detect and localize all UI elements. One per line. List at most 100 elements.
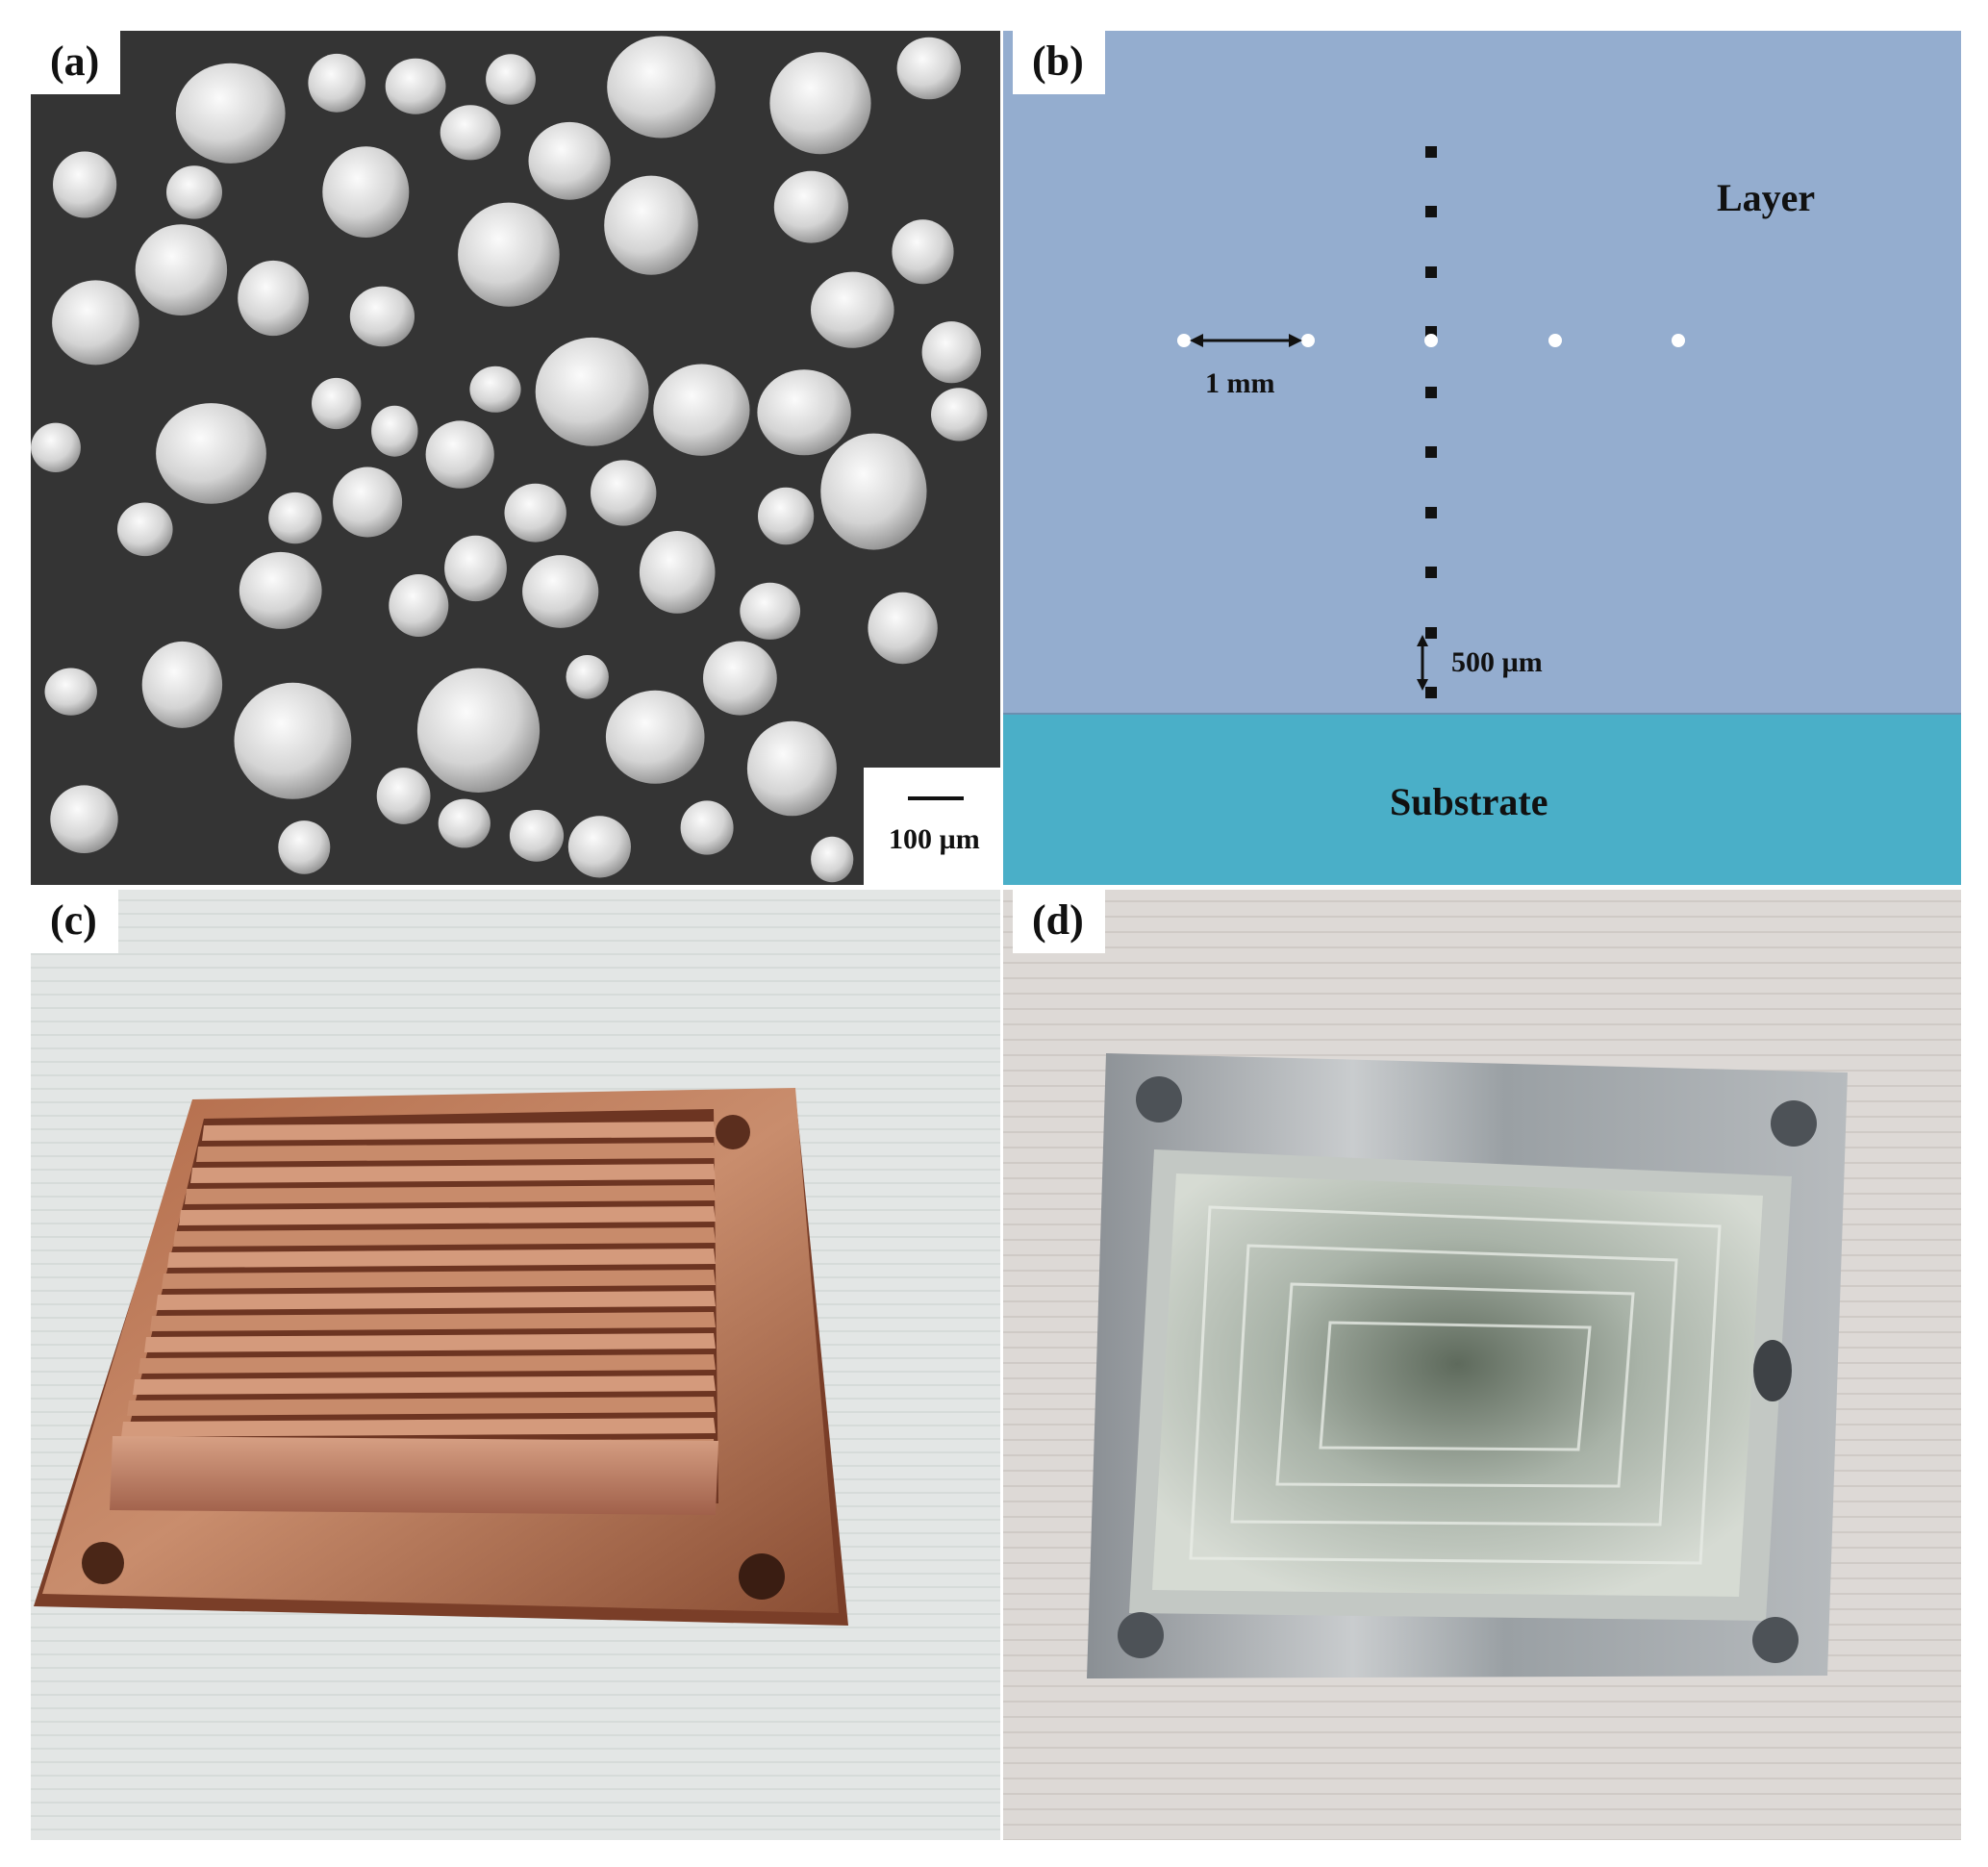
cavity — [1152, 1173, 1763, 1597]
vertical-spacing-label: 500 µm — [1451, 646, 1543, 678]
layer-label: Layer — [1717, 176, 1816, 219]
powder-particle — [166, 165, 222, 219]
fin — [133, 1375, 716, 1395]
powder-particle — [566, 655, 609, 699]
powder-particle — [438, 798, 491, 848]
measurement-point — [1425, 387, 1437, 398]
side-port — [1753, 1340, 1792, 1401]
mounting-hole — [1118, 1612, 1164, 1658]
measurement-point — [1672, 334, 1685, 347]
measurement-point — [1177, 334, 1191, 347]
measurement-point — [1425, 567, 1437, 578]
powder-particle — [234, 682, 352, 799]
powder-particle — [389, 574, 449, 637]
powder-particle — [604, 175, 698, 275]
powder-particle — [44, 668, 97, 716]
copper-finned-plate-photo — [31, 890, 1000, 1840]
scale-bar-label: 100 µm — [889, 823, 980, 855]
horizontal-measurement-points — [1177, 334, 1685, 347]
powder-particle — [440, 105, 501, 161]
powder-particle — [535, 337, 649, 446]
powder-particle — [486, 54, 536, 105]
powder-particles-image — [31, 31, 1000, 885]
powder-particle — [680, 800, 734, 855]
powder-particle — [509, 810, 565, 862]
substrate-region — [1003, 714, 1961, 885]
measurement-point — [1425, 507, 1437, 518]
panel-label-a: (a) — [31, 31, 121, 94]
panel-a-sem-image: (a) 100 µm — [31, 31, 1000, 885]
powder-particle — [141, 641, 223, 728]
layer-region — [1003, 31, 1961, 714]
powder-particle — [892, 219, 954, 285]
powder-particle — [50, 785, 118, 853]
powder-particle — [416, 668, 541, 793]
powder-particle — [268, 492, 322, 544]
fin — [127, 1397, 716, 1416]
powder-particle — [811, 836, 854, 883]
powder-particle — [385, 58, 446, 114]
powder-particle — [238, 260, 309, 337]
powder-particle — [522, 555, 599, 628]
powder-particle — [312, 377, 362, 430]
mounting-hole — [716, 1115, 750, 1149]
powder-particle — [703, 641, 777, 716]
powder-particle — [371, 405, 418, 457]
powder-particle — [322, 146, 410, 238]
powder-particle — [469, 366, 521, 413]
spacing-arrow-horizontal — [1190, 334, 1302, 347]
powder-particle — [773, 170, 849, 243]
horizontal-spacing-label: 1 mm — [1205, 367, 1275, 399]
fin — [202, 1122, 716, 1141]
mounting-hole — [739, 1553, 785, 1600]
powder-particle — [811, 271, 894, 348]
powder-particle — [758, 487, 815, 545]
fin — [121, 1418, 716, 1437]
panel-label-d: (d) — [1013, 890, 1105, 953]
powder-particle — [740, 582, 801, 640]
powder-particle — [921, 321, 981, 384]
measurement-point — [1425, 206, 1437, 217]
mounting-hole — [1752, 1617, 1799, 1663]
powder-particle — [278, 820, 331, 874]
measurement-point — [1425, 146, 1437, 158]
powder-particle — [605, 690, 705, 784]
powder-particle — [931, 388, 988, 442]
schematic-diagram — [1003, 31, 1961, 885]
substrate-label: Substrate — [1390, 780, 1548, 823]
powder-particle — [349, 286, 415, 347]
fin — [196, 1143, 716, 1162]
powder-particle — [444, 535, 507, 602]
measurement-point — [1301, 334, 1315, 347]
powder-particle — [567, 816, 632, 878]
powder-particle — [458, 202, 560, 307]
measurement-point — [1425, 446, 1437, 458]
powder-particle — [746, 720, 837, 817]
powder-particle — [117, 502, 173, 557]
powder-particle — [425, 420, 494, 489]
powder-particle — [376, 768, 431, 824]
powder-particle — [868, 592, 938, 665]
fin — [190, 1164, 716, 1183]
metal-housing-photo — [1003, 890, 1961, 1840]
powder-particle — [639, 531, 716, 614]
panel-b-schematic: (b) Layer Substrate 1 mm 500 µm — [1003, 31, 1961, 885]
measurement-point — [1548, 334, 1562, 347]
powder-particle — [769, 52, 871, 155]
fin — [162, 1270, 716, 1289]
panel-d-photo: (d) — [1003, 890, 1961, 1840]
powder-particle — [175, 63, 286, 164]
mounting-hole — [1136, 1076, 1182, 1123]
mounting-hole — [1771, 1100, 1817, 1147]
panel-label-c: (c) — [31, 890, 118, 953]
measurement-point — [1425, 687, 1437, 698]
powder-particle — [607, 36, 716, 139]
scale-bar: 100 µm — [864, 768, 1000, 885]
powder-particle — [52, 280, 139, 366]
spacing-arrow-vertical — [1417, 635, 1428, 691]
powder-particle — [31, 422, 81, 472]
fin — [185, 1185, 716, 1204]
scale-bar-line — [908, 796, 964, 800]
panel-label-b: (b) — [1013, 31, 1105, 94]
powder-particle — [896, 37, 961, 100]
